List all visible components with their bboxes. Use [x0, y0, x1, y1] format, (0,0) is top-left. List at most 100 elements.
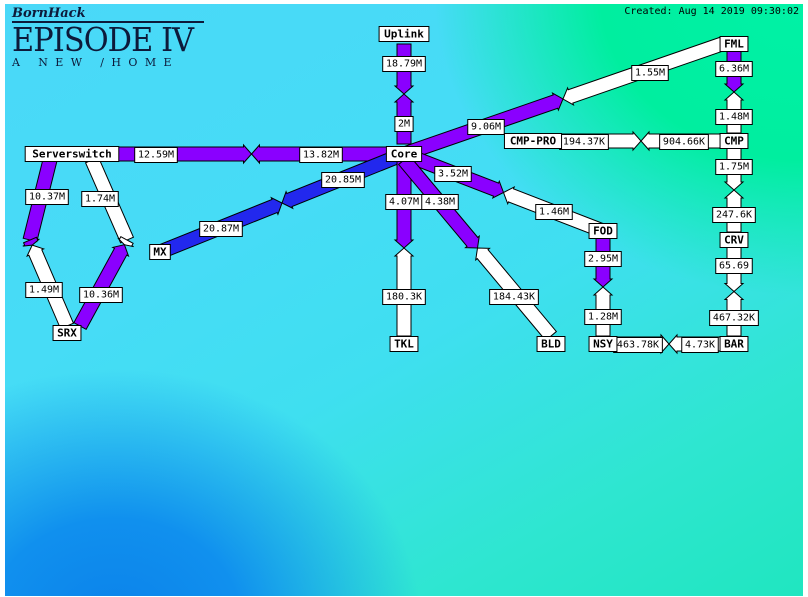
link-serverswitch-core-out-label: 12.59M: [134, 147, 178, 163]
node-fod-box: [588, 223, 618, 239]
node-bld[interactable]: BLD: [536, 336, 566, 352]
node-crv-box: [719, 232, 749, 248]
node-mx-label: MX: [153, 246, 167, 259]
link-nsy-bar-in-label-box: [681, 337, 719, 353]
link-core-fod-out-label: 3.52M: [434, 166, 472, 182]
link-uplink-core-in-label: 2M: [394, 116, 414, 132]
link-serverswitch-srx-in-label-box: [79, 287, 123, 303]
node-fod-label: FOD: [593, 225, 613, 238]
node-bar[interactable]: BAR: [719, 336, 749, 352]
node-bar-label: BAR: [724, 338, 744, 351]
node-srx-label: SRX: [57, 327, 77, 340]
link-nsy-bar-out-label: 463.78K: [613, 337, 663, 353]
logo-sub-text: A NEW /HOME: [12, 56, 179, 69]
node-core-label: Core: [391, 148, 418, 161]
link-uplink-core-in-label-box: [394, 116, 414, 132]
node-crv[interactable]: CRV: [719, 232, 749, 248]
link-core-fod-in-label: 1.46M: [535, 204, 573, 220]
node-core-box: [385, 146, 423, 162]
node-uplink[interactable]: Uplink: [378, 26, 430, 42]
link-cmp-crv-out-label-text: 1.75M: [719, 162, 749, 173]
link-core-fml-out-label-box: [467, 119, 505, 135]
link-crv-bar-in-label-text: 467.32K: [713, 313, 755, 324]
link-fml-cmp-out-label-box: [715, 61, 753, 77]
link-core-bld-out-label-box: [421, 194, 459, 210]
link-cmppro-cmp-in-label-box: [659, 134, 709, 150]
link-core-tkl-in-label: 180.3K: [382, 289, 426, 305]
link-serverswitch-core-in-label-text: 13.82M: [303, 150, 339, 161]
node-nsy[interactable]: NSY: [588, 336, 618, 352]
link-nsy-bar-out-label-text: 463.78K: [617, 340, 659, 351]
link-core-tkl-in-label-box: [382, 289, 426, 305]
link-uplink-core-out-label-box: [382, 56, 426, 72]
link-core-mx-out-label: 20.85M: [321, 172, 365, 188]
link-fod-nsy-in-label-text: 1.28M: [588, 312, 618, 323]
link-serverswitch-core-out-label-box: [134, 147, 178, 163]
link-cmppro-cmp-out-label-text: 194.37K: [563, 137, 605, 148]
link-fod-nsy-out-label-box: [584, 251, 622, 267]
link-core-tkl-out-label-text: 4.07M: [389, 197, 419, 208]
node-srx-box: [52, 325, 82, 341]
link-core-bld-out-label: 4.38M: [421, 194, 459, 210]
link-fod-nsy-out-label: 2.95M: [584, 251, 622, 267]
link-core-bld-in-label-text: 184.43K: [493, 292, 535, 303]
link-serverswitch-srx-out-label-text: 1.74M: [85, 194, 115, 205]
node-cmp[interactable]: CMP: [719, 133, 749, 149]
link-serverswitch-srx-in-label: 1.49M: [25, 282, 63, 298]
node-serverswitch[interactable]: Serverswitch: [24, 146, 120, 162]
link-serverswitch-srx-out-label-box: [81, 191, 119, 207]
link-serverswitch-core-in-label: 13.82M: [299, 147, 343, 163]
node-core[interactable]: Core: [385, 146, 423, 162]
link-serverswitch-srx-out-arrow-segment: [22, 236, 40, 247]
link-serverswitch-core-out-label-text: 12.59M: [138, 150, 174, 161]
link-core-fod-in-label-text: 1.46M: [539, 207, 569, 218]
node-cmppro-label: CMP-PRO: [510, 135, 557, 148]
node-fml[interactable]: FML: [719, 36, 749, 52]
logo-rule: [12, 21, 204, 23]
link-fml-cmp-out-label-text: 6.36M: [719, 64, 749, 75]
link-cmppro-cmp-out-label: 194.37K: [559, 134, 609, 150]
node-uplink-box: [378, 26, 430, 42]
link-fml-cmp-in-label-text: 1.48M: [719, 112, 749, 123]
link-core-fml-in-label: 1.55M: [631, 65, 669, 81]
node-fml-label: FML: [724, 38, 744, 51]
link-cmppro-cmp-in-label: 904.66K: [659, 134, 709, 150]
created-timestamp: Created: Aug 14 2019 09:30:02: [624, 6, 799, 17]
link-fml-cmp-in-label: 1.48M: [715, 109, 753, 125]
link-core-mx-in-label-text: 20.87M: [203, 224, 239, 235]
node-bld-label: BLD: [541, 338, 561, 351]
node-mx-box: [149, 244, 171, 260]
node-tkl-label: TKL: [394, 338, 414, 351]
link-fod-nsy-in-label: 1.28M: [584, 309, 622, 325]
link-serverswitch-core-in-label-box: [299, 147, 343, 163]
node-mx[interactable]: MX: [149, 244, 171, 260]
node-fod[interactable]: FOD: [588, 223, 618, 239]
link-fod-nsy-in-label-box: [584, 309, 622, 325]
link-core-fml-in-label-text: 1.55M: [635, 68, 665, 79]
link-cmppro-cmp-in-label-text: 904.66K: [663, 137, 705, 148]
link-uplink-core-in-label-text: 2M: [398, 119, 410, 130]
node-nsy-box: [588, 336, 618, 352]
link-cmp-crv-in-label: 247.6K: [712, 207, 756, 223]
link-core-bld-out-label-text: 4.38M: [425, 197, 455, 208]
node-tkl[interactable]: TKL: [389, 336, 419, 352]
link-serverswitch-srx-out-arrow-segment: [117, 235, 134, 248]
link-core-tkl-out-label: 4.07M: [385, 194, 423, 210]
node-cmppro[interactable]: CMP-PRO: [503, 133, 563, 149]
link-serverswitch-srx-out-label: 1.74M: [81, 191, 119, 207]
node-uplink-label: Uplink: [384, 28, 424, 41]
node-crv-label: CRV: [724, 234, 744, 247]
link-core-bld-in-label: 184.43K: [489, 289, 539, 305]
link-core-mx-in-label: 20.87M: [199, 221, 243, 237]
bornhack-logo: BornHack EPISODE IV A NEW /HOME: [12, 6, 212, 69]
node-srx[interactable]: SRX: [52, 325, 82, 341]
link-fod-nsy-out-label-text: 2.95M: [588, 254, 618, 265]
node-fml-box: [719, 36, 749, 52]
link-core-fod-out-label-text: 3.52M: [438, 169, 468, 180]
logo-top-text: BornHack: [12, 6, 86, 21]
node-nsy-label: NSY: [593, 338, 613, 351]
link-core-mx-in-label-box: [199, 221, 243, 237]
link-crv-bar-out-label-text: 65.69: [719, 261, 749, 272]
